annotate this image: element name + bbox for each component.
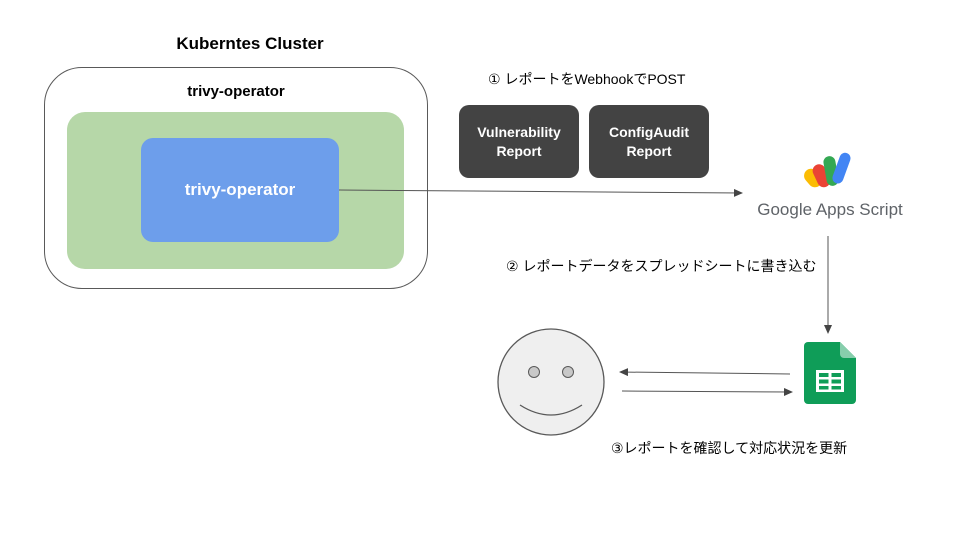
configaudit-report-box: ConfigAudit Report <box>589 105 709 178</box>
step3-label: ③レポートを確認して対応状況を更新 <box>611 440 848 456</box>
report-line1: ConfigAudit <box>608 123 690 140</box>
step2-label: ② レポートデータをスプレッドシートに書き込む <box>506 258 817 274</box>
smiley-face-icon <box>497 328 605 436</box>
webhook-arrow <box>338 188 743 197</box>
namespace-label: trivy-operator <box>187 83 285 100</box>
cluster-title: Kuberntes Cluster <box>176 34 324 53</box>
step1-label: ① レポートをWebhookでPOST <box>488 71 686 87</box>
google-sheets-icon <box>804 342 856 404</box>
read-arrow <box>619 368 791 377</box>
vulnerability-report-box: Vulnerability Report <box>459 105 579 178</box>
report-line2: Report <box>626 142 672 159</box>
google-apps-script-icon <box>804 152 851 188</box>
report-line1: Vulnerability <box>477 123 561 140</box>
cluster-box <box>44 67 428 289</box>
gas-label: Google Apps Script <box>757 200 903 219</box>
pod-label: trivy-operator <box>184 180 296 199</box>
pod-box: trivy-operator <box>141 138 339 242</box>
update-arrow <box>621 387 793 396</box>
report-line2: Report <box>496 142 542 159</box>
